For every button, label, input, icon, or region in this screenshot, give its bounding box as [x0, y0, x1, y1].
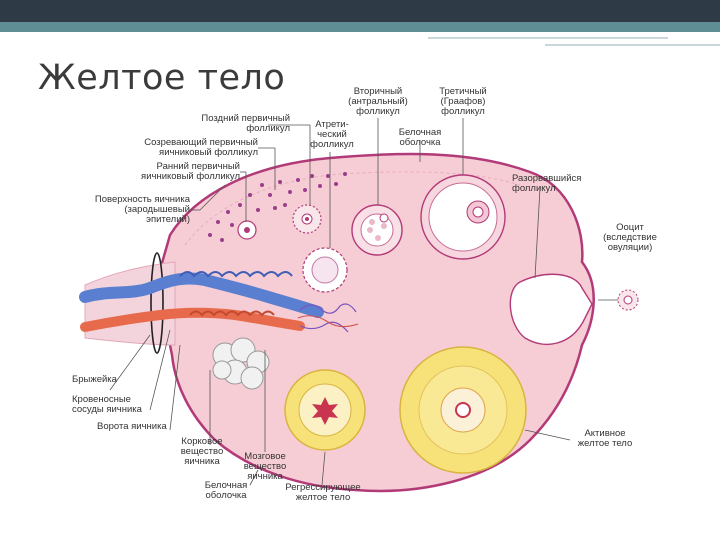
label-ruptured-follicle: Разорвавшийся фолликул — [512, 173, 582, 194]
primordial-follicles — [208, 172, 347, 242]
secondary-cells — [367, 219, 387, 241]
label-ovary-surface: Поверхность яичника (зародышевый эпители… — [94, 194, 190, 225]
top-bar-accent — [0, 22, 720, 32]
cortex-boundary — [184, 171, 529, 246]
oocyte-nucleus — [305, 217, 309, 221]
label-atretic-follicle: Атрети- ческий фолликул — [310, 119, 354, 150]
label-maturing-primary-follicle: Созревающий первичный яичниковый фоллику… — [144, 137, 258, 158]
leader-lines — [109, 118, 618, 486]
artery-coils — [189, 310, 275, 317]
fine-vessels-red — [297, 315, 359, 328]
slide-title: Желтое тело — [38, 58, 286, 98]
label-late-primary-follicle: Поздний первичный фолликул — [201, 113, 290, 134]
label-ovarian-blood-vessels: Кровеносные сосуды яичника — [72, 394, 142, 415]
label-ovarian-hilum: Ворота яичника — [97, 421, 167, 432]
label-secondary-follicle: Вторичный (антральный) фолликул — [348, 86, 408, 117]
label-tunica-albuginea-bottom: Белочная оболочка — [204, 480, 248, 501]
oocyte-nucleus — [244, 227, 250, 233]
mesovarium-ring — [150, 252, 164, 354]
blood-clot — [312, 397, 338, 425]
label-mesovarium: Брыжейка — [72, 374, 117, 385]
artery-vessel — [80, 307, 305, 332]
fine-vessels — [299, 303, 357, 333]
corpus-albicans — [212, 337, 270, 390]
decor-line — [545, 44, 720, 46]
atretic-center — [311, 256, 339, 284]
ruptured-follicle — [509, 273, 593, 345]
label-tunica-albuginea-top: Белочная оболочка — [398, 127, 442, 148]
label-ovulated-oocyte: Ооцит (вследствие овуляции) — [603, 222, 657, 253]
label-active-corpus-luteum: Активное желтое тело — [577, 428, 633, 449]
vein-coils — [179, 271, 293, 278]
top-bar — [0, 0, 720, 22]
vein-vessel — [79, 272, 324, 318]
tertiary-antrum — [428, 182, 498, 252]
active-cl-core — [455, 402, 471, 418]
label-ovarian-medulla: Мозговое вещество яичника — [243, 451, 287, 482]
label-regressing-corpus-luteum: Регрессирующее желтое тело — [285, 482, 361, 503]
released-oocyte — [617, 289, 639, 311]
label-early-primary-follicle: Ранний первичный яичниковый фолликул — [141, 161, 240, 182]
oocyte — [379, 213, 389, 223]
decor-line — [428, 37, 668, 39]
label-ovarian-cortex: Корковое вещество яичника — [180, 436, 224, 467]
oocyte — [472, 206, 484, 218]
label-tertiary-follicle: Третичный (Граафов) фолликул — [439, 86, 487, 117]
